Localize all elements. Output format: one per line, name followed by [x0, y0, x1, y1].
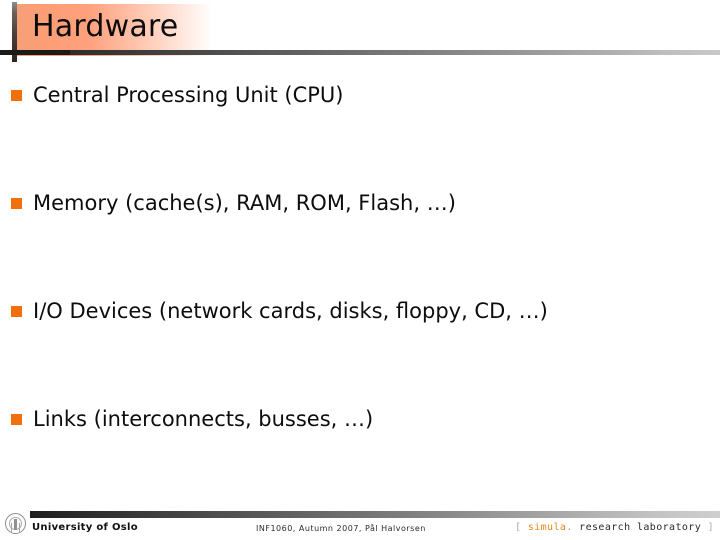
square-bullet-icon	[11, 306, 22, 317]
simula-wordmark: simula	[527, 522, 567, 533]
square-bullet-icon	[11, 90, 22, 101]
title-vertical-bar	[12, 2, 17, 62]
list-item: Central Processing Unit (CPU)	[0, 78, 720, 186]
list-item: Memory (cache(s), RAM, ROM, Flash, …)	[0, 186, 720, 294]
title-gradient-band	[12, 4, 212, 56]
list-item-label: Links (interconnects, busses, …)	[33, 407, 374, 431]
simula-logo: [ simula. research laboratory ]	[515, 522, 714, 533]
footer-divider-bar	[30, 511, 720, 518]
square-bullet-icon	[11, 414, 22, 425]
title-divider-rule-dark-cap	[0, 50, 70, 55]
list-item: Links (interconnects, busses, …)	[0, 402, 720, 510]
simula-separator: .	[566, 522, 573, 533]
bullet-list: Central Processing Unit (CPU) Memory (ca…	[0, 78, 720, 510]
footer-institution-label: University of Oslo	[32, 522, 138, 533]
list-item-label: I/O Devices (network cards, disks, flopp…	[33, 299, 548, 323]
footer-course-label: INF1060, Autumn 2007, Pål Halvorsen	[256, 524, 426, 533]
list-item: I/O Devices (network cards, disks, flopp…	[0, 294, 720, 402]
simula-tagline: research laboratory	[579, 522, 702, 533]
square-bullet-icon	[11, 198, 22, 209]
title-divider-rule	[0, 50, 720, 55]
simula-close-bracket: ]	[707, 522, 714, 533]
list-item-label: Central Processing Unit (CPU)	[33, 83, 344, 107]
slide-footer: University of Oslo INF1060, Autumn 2007,…	[0, 500, 720, 540]
simula-open-bracket: [	[514, 522, 522, 533]
page-title: Hardware	[32, 9, 179, 44]
list-item-label: Memory (cache(s), RAM, ROM, Flash, …)	[33, 191, 456, 215]
slide-title-area: Hardware	[0, 0, 720, 68]
uio-seal-icon	[5, 513, 26, 534]
